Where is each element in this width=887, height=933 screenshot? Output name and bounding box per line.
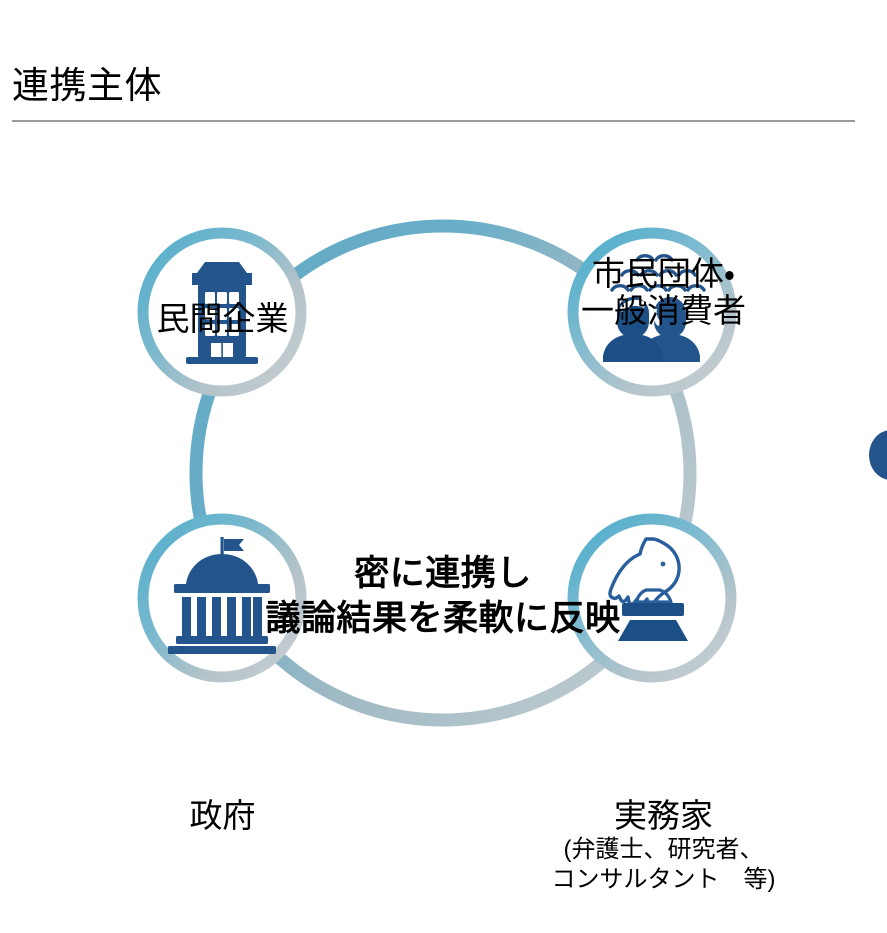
diagram-canvas (137, 219, 737, 727)
node-label-text: 政府 (189, 797, 256, 834)
node-sublabel-line2: コンサルタント 等) (551, 865, 776, 893)
chess-knight-icon (608, 537, 688, 641)
connector-ring (189, 219, 697, 727)
title-divider (12, 120, 855, 122)
crowd-people-icon (603, 253, 706, 362)
node-ring (567, 227, 737, 397)
office-building-icon (186, 262, 258, 364)
center-message-line2: 議論結果を柔軟に反映 (265, 598, 621, 638)
node-ring (567, 513, 737, 683)
government-building-icon (168, 537, 276, 654)
node-practitioners[interactable] (567, 513, 737, 683)
node-sublabel-line1: (弁護士、研究者、 (563, 835, 764, 863)
node-label-government: 政府 (0, 797, 445, 835)
edge-bullet-dot (869, 430, 887, 480)
node-private-enterprise[interactable] (137, 227, 307, 397)
node-label-text: 実務家 (614, 797, 713, 834)
node-citizens-consumers[interactable] (567, 227, 737, 397)
node-circle-fill (570, 516, 734, 680)
center-message: 密に連携し 議論結果を柔軟に反映 (193, 552, 693, 642)
page-title: 連携主体 (12, 65, 162, 106)
center-message-line1: 密に連携し (354, 554, 532, 593)
node-government[interactable] (137, 513, 307, 683)
node-label-citizens-consumers: 市民団体・ 一般消費者 (440, 255, 887, 330)
node-label-text-line1: 市民団体・ (591, 255, 736, 292)
node-label-text: 民間企業 (156, 300, 289, 337)
node-label-practitioners: 実務家 (弁護士、研究者、 コンサルタント 等) (440, 797, 887, 895)
node-label-private-enterprise: 民間企業 (0, 300, 445, 338)
node-label-text-line2: 一般消費者 (581, 291, 746, 329)
collaboration-diagram: 民間企業 市民団体・ 一般消費者 政府 実務家 (弁護士、研究者、 コンサルタン… (0, 120, 887, 893)
node-ring (137, 227, 307, 397)
node-ring (137, 513, 307, 683)
